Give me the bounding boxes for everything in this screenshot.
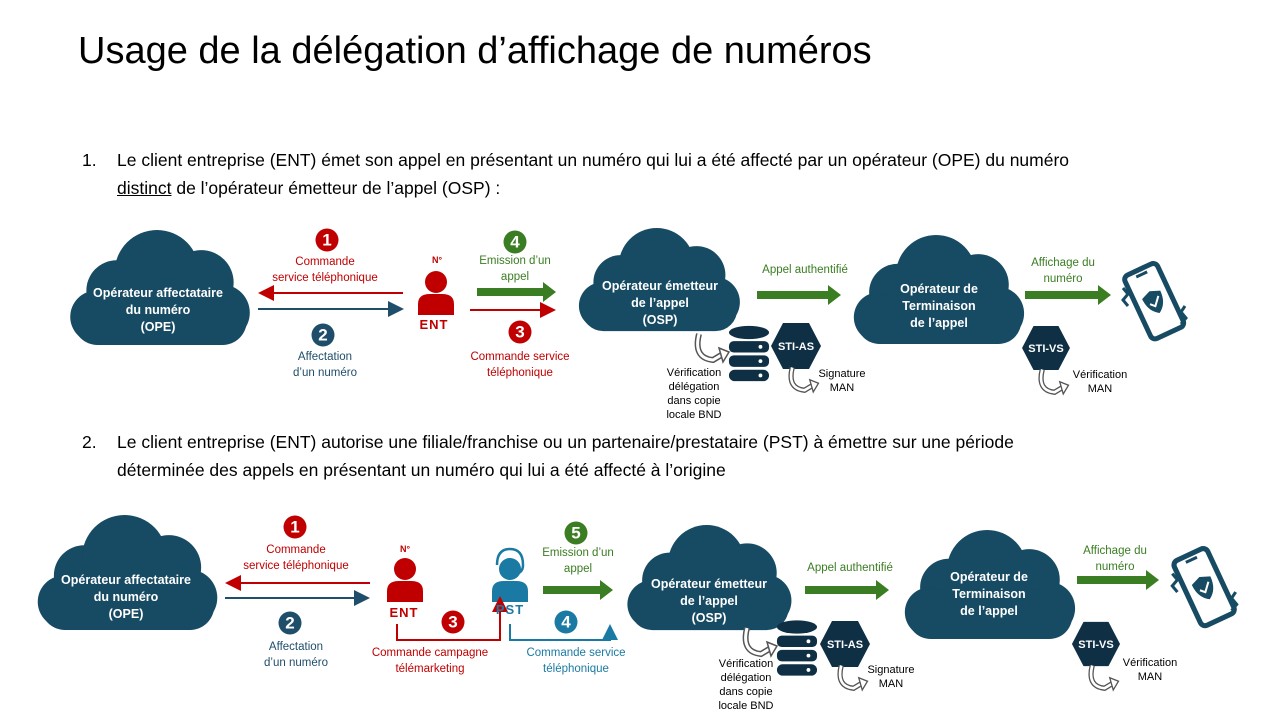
curved-arrow-icon: [791, 368, 818, 393]
verification-bnd-label: Vérification délégation dans copie local…: [718, 658, 774, 712]
headset-icon: [495, 547, 525, 576]
sti-as-label: STI-AS: [826, 639, 864, 651]
curved-arrow-icon: [1041, 370, 1068, 395]
sti-as-label: STI-AS: [777, 341, 815, 353]
step-badge-3: 3: [441, 610, 465, 634]
step-badge-1: 1: [283, 515, 307, 539]
ope-label: Opérateur affectataire du numéro (OPE): [93, 286, 223, 334]
step-badge-4: 4: [503, 230, 527, 254]
bracket-arrow-4: [509, 624, 618, 641]
step-label-2: Affectation d’un numéro: [264, 641, 328, 669]
appel-authentifie-label: Appel authentifié: [807, 562, 893, 574]
numero-sign: N°: [431, 255, 443, 265]
page-title: Usage de la délégation d’affichage de nu…: [78, 30, 872, 72]
verification-bnd-label: Vérification délégation dans copie local…: [666, 367, 722, 421]
step-label-1: Commande service téléphonique: [272, 256, 378, 284]
arrow-appel-auth-1: [757, 285, 841, 305]
item-1-number: 1.: [82, 150, 97, 170]
step-label-5: Emission d’un appel: [542, 547, 614, 575]
numero-sign: N°: [399, 544, 411, 554]
step-badge-4: 4: [554, 610, 578, 634]
step-label-3: Commande campagne télémarketing: [371, 647, 489, 675]
item-2-number: 2.: [82, 432, 97, 452]
curved-arrow-icon: [698, 334, 729, 362]
database-icon: [776, 620, 818, 676]
bracket-arrow-3: [396, 596, 508, 641]
step-label-1: Commande service téléphonique: [243, 544, 349, 572]
step-badge-2: 2: [311, 323, 335, 347]
item-2-text: Le client entreprise (ENT) autorise une …: [117, 432, 1014, 480]
term-label: Opérateur de Terminaison de l’appel: [900, 282, 978, 330]
curved-arrow-icon: [840, 666, 867, 691]
sti-vs-label: STI-VS: [1028, 343, 1064, 355]
database-icon: [728, 325, 770, 382]
step-label-2: Affectation d’un numéro: [293, 351, 357, 379]
item-1-text: Le client entreprise (ENT) émet son appe…: [117, 146, 1069, 202]
arrow-emission-2: [543, 580, 613, 600]
arrow-affichage-1: [1025, 285, 1111, 305]
ent-person-icon: [387, 558, 423, 602]
pst-label: PST: [495, 602, 525, 617]
affichage-label: Affichage du numéro: [1031, 257, 1095, 285]
verification-man-label: Vérification MAN: [1122, 657, 1178, 683]
ent-label: ENT: [419, 317, 449, 332]
arrow-appel-auth-2: [805, 580, 889, 600]
phone-shield-icon: [1172, 547, 1236, 627]
affichage-label: Affichage du numéro: [1083, 545, 1147, 573]
step-label-3: Commande service téléphonique: [470, 351, 570, 379]
ent-person-icon: [418, 271, 454, 315]
item-1-line1: Le client entreprise (ENT) émet son appe…: [117, 150, 1070, 170]
step-badge-2: 2: [278, 611, 302, 635]
sti-vs-label: STI-VS: [1078, 639, 1114, 651]
ent-label: ENT: [389, 605, 419, 620]
osp-label: Opérateur émetteur de l’appel (OSP): [650, 577, 768, 625]
arrow-affichage-2: [1077, 570, 1159, 590]
appel-authentifie-label: Appel authentifié: [762, 264, 848, 276]
step-label-4: Emission d’un appel: [479, 255, 551, 283]
signature-label: Signature MAN: [818, 368, 866, 394]
curved-arrow-icon: [1091, 666, 1118, 691]
term-label: Opérateur de Terminaison de l’appel: [950, 570, 1028, 618]
item-1-underlined: distinct: [117, 178, 172, 198]
step-badge-5: 5: [564, 521, 588, 545]
step-badge-3: 3: [508, 320, 532, 344]
verification-man-label: Vérification MAN: [1072, 369, 1128, 395]
ope-label: Opérateur affectataire du numéro (OPE): [61, 573, 191, 621]
item-1-line2: de l’opérateur émetteur de l’appel (OSP)…: [171, 178, 501, 198]
step-badge-1: 1: [315, 228, 339, 252]
arrow-emission-1: [477, 282, 556, 302]
osp-label: Opérateur émetteur de l’appel (OSP): [601, 279, 719, 327]
phone-shield-icon: [1123, 262, 1186, 341]
signature-label: Signature MAN: [867, 664, 915, 690]
step-label-4: Commande service téléphonique: [526, 647, 626, 675]
curved-arrow-icon: [746, 628, 777, 656]
